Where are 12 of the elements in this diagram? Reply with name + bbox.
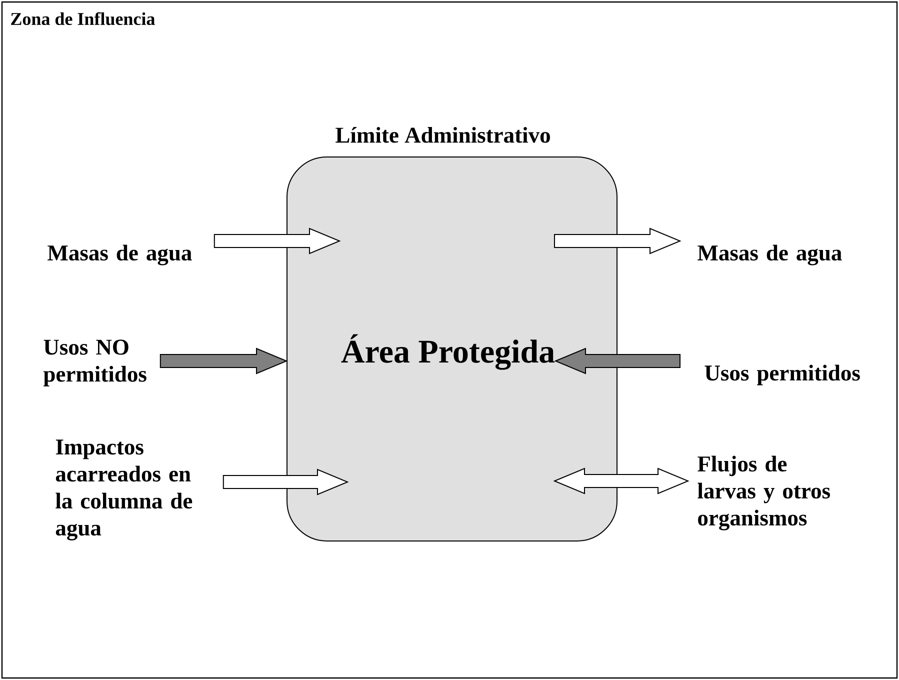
label-text: Masas de agua xyxy=(48,244,192,266)
block-arrow xyxy=(214,228,341,254)
protected-area-box: Límite Administrativo Área Protegida xyxy=(286,126,618,542)
label-text: Masas de agua xyxy=(698,244,842,266)
label-text: Impactos acarreados en la columna de agua xyxy=(56,440,192,540)
block-arrow xyxy=(160,348,288,374)
label-text: Flujos de larvas y otros organismos xyxy=(698,456,830,530)
block-arrow xyxy=(554,228,682,254)
label-text: Usos permitidos xyxy=(704,364,860,386)
label-text: Usos NO permitidos xyxy=(43,340,146,386)
node-label: Límite Administrativo xyxy=(336,126,550,143)
block-arrow xyxy=(222,468,349,496)
